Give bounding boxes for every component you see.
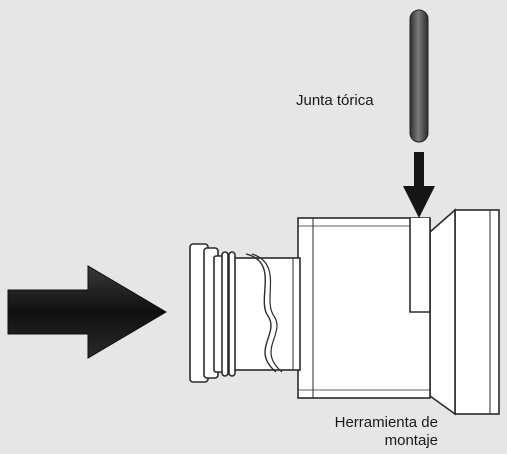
- mounting-tool-body: [297, 208, 500, 416]
- mounting-tool-label: Herramienta de montaje: [334, 414, 438, 449]
- push-arrow-icon: [7, 265, 167, 359]
- fitting-part: [189, 243, 301, 383]
- insert-arrow-icon: [403, 152, 435, 218]
- o-ring-label: Junta tórica: [296, 92, 374, 109]
- o-ring-part: [409, 9, 429, 143]
